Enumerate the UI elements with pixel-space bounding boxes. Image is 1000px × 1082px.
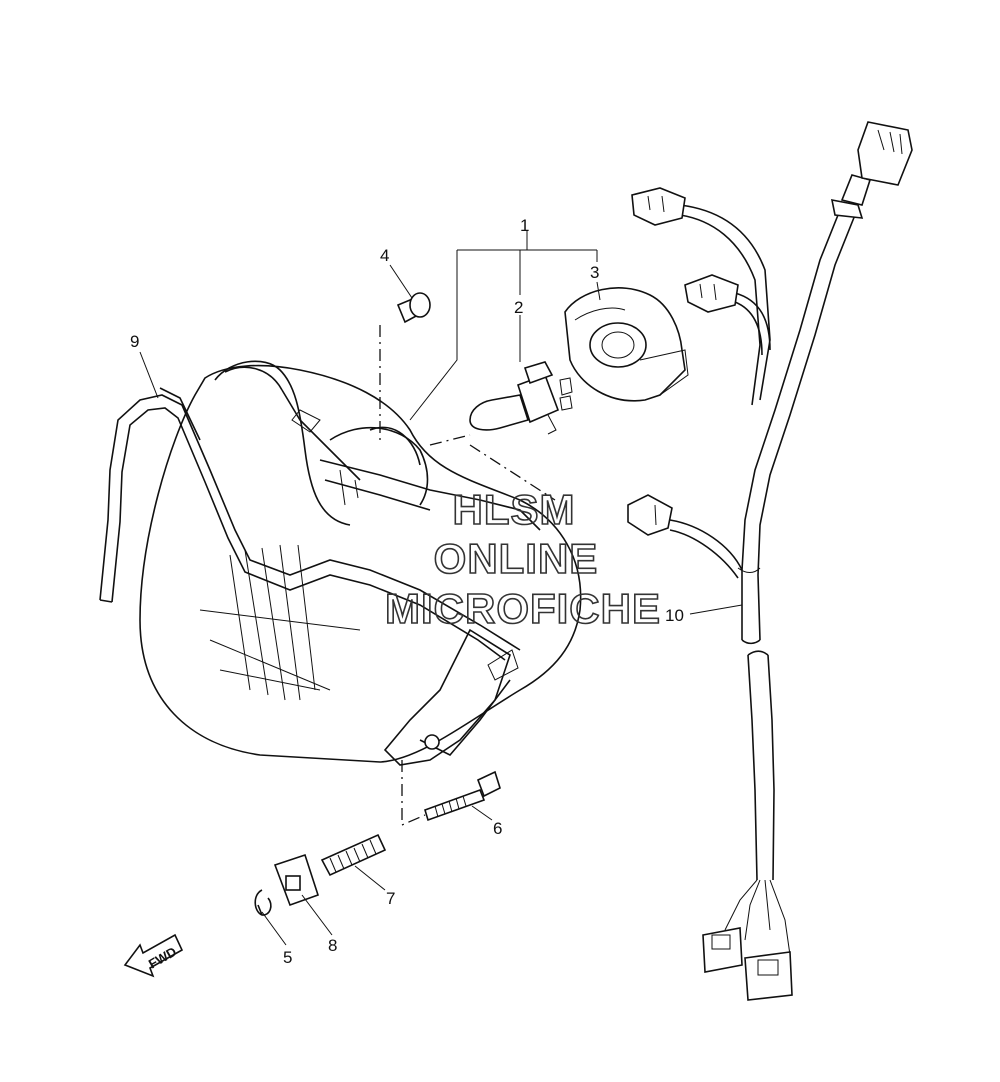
connector-c bbox=[627, 494, 673, 536]
callout-2: 2 bbox=[514, 298, 523, 317]
spring-part-7 bbox=[320, 833, 387, 877]
nut-part-8 bbox=[273, 853, 320, 907]
callout-4: 4 bbox=[380, 246, 389, 265]
watermark: HLSM ONLINE MICROFICHE bbox=[384, 485, 661, 633]
headlight-assembly bbox=[139, 360, 582, 766]
watermark-line-2: ONLINE bbox=[434, 535, 599, 582]
leader-lines bbox=[139, 230, 743, 946]
callout-7: 7 bbox=[386, 889, 395, 908]
trim-strip-part-9 bbox=[99, 387, 521, 661]
connector-e bbox=[744, 951, 793, 1001]
connector-d bbox=[702, 927, 743, 973]
connector-a bbox=[631, 187, 686, 226]
watermark-line-1: HLSM bbox=[453, 486, 576, 533]
callout-3: 3 bbox=[590, 263, 599, 282]
clip-part-5 bbox=[254, 889, 272, 916]
bulb-cover-part-3 bbox=[564, 287, 689, 402]
callout-10: 10 bbox=[665, 606, 684, 625]
callout-8: 8 bbox=[328, 936, 337, 955]
watermark-line-3: MICROFICHE bbox=[385, 585, 661, 632]
connector-b bbox=[684, 274, 739, 313]
callout-numbers: 1 2 3 4 5 6 7 8 9 10 bbox=[130, 216, 684, 967]
callout-9: 9 bbox=[130, 332, 139, 351]
callout-5: 5 bbox=[283, 948, 292, 967]
callout-1: 1 bbox=[520, 216, 529, 235]
bulb-part-2 bbox=[469, 361, 573, 435]
callout-6: 6 bbox=[493, 819, 502, 838]
bolt-part-6 bbox=[424, 770, 501, 822]
forward-direction-arrow: FWD bbox=[123, 933, 184, 978]
grommet-part-4 bbox=[396, 292, 431, 324]
wiring-harness-part-10 bbox=[627, 121, 913, 1001]
